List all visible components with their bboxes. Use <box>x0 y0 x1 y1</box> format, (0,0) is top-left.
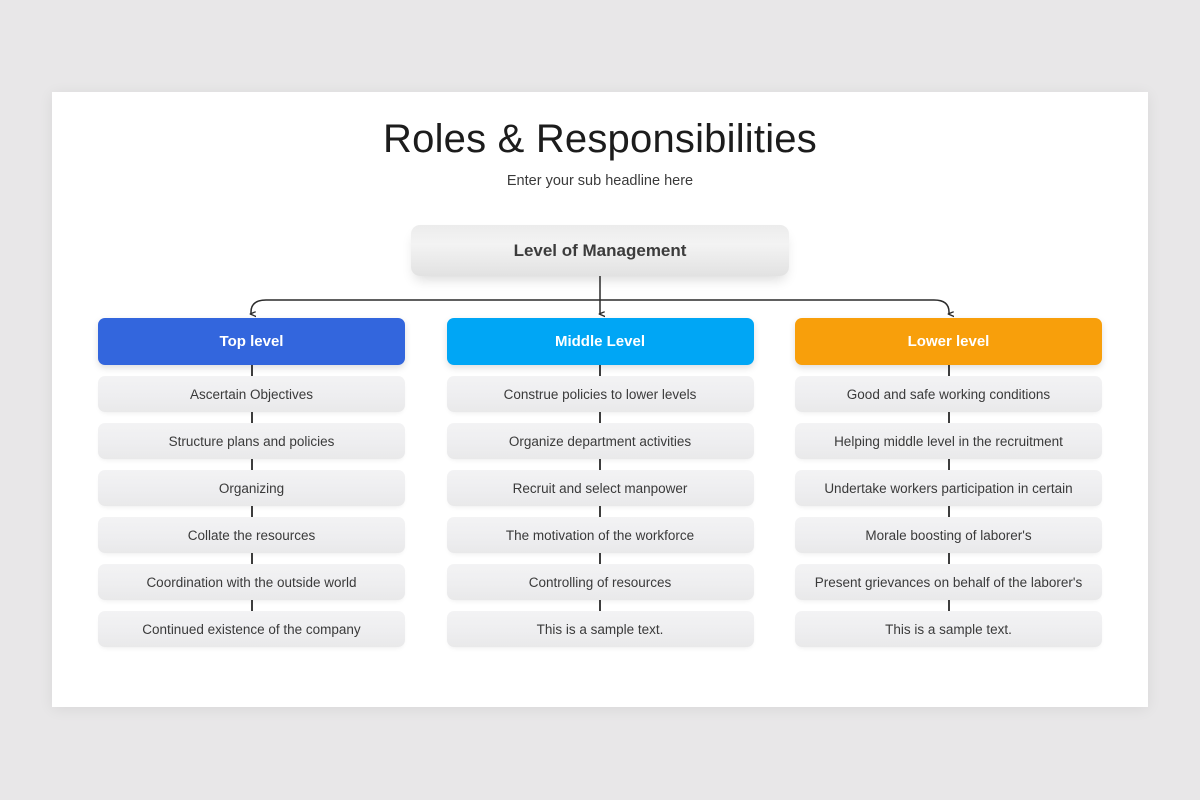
list-item[interactable]: Ascertain Objectives <box>98 365 405 412</box>
list-item[interactable]: Continued existence of the company <box>98 600 405 647</box>
column-header-label: Middle Level <box>554 333 646 350</box>
column-header-middle-level[interactable]: Middle Level <box>446 318 754 365</box>
levels-container: Top level Ascertain Objectives Structure… <box>52 318 1148 647</box>
list-item[interactable]: Organize department activities <box>446 412 754 459</box>
root-node-level-of-management[interactable]: Level of Management <box>411 225 789 276</box>
column-header-top-level[interactable]: Top level <box>98 318 405 365</box>
column-middle-level: Middle Level Construe policies to lower … <box>446 318 754 647</box>
list-item-label: Present grievances on behalf of the labo… <box>795 564 1102 600</box>
list-item[interactable]: Construe policies to lower levels <box>446 365 754 412</box>
list-item-label: Ascertain Objectives <box>98 376 405 412</box>
list-item-label: Structure plans and policies <box>98 423 405 459</box>
list-item[interactable]: Organizing <box>98 459 405 506</box>
list-item[interactable]: Good and safe working conditions <box>795 365 1102 412</box>
list-item-label: Continued existence of the company <box>98 611 405 647</box>
list-item[interactable]: Coordination with the outside world <box>98 553 405 600</box>
page-subtitle: Enter your sub headline here <box>506 173 694 189</box>
list-item-label: Construe policies to lower levels <box>446 376 754 412</box>
list-item-label: Undertake workers participation in certa… <box>795 470 1102 506</box>
list-item-label: The motivation of the workforce <box>446 517 754 553</box>
list-item[interactable]: This is a sample text. <box>795 600 1102 647</box>
list-item[interactable]: Recruit and select manpower <box>446 459 754 506</box>
column-header-label: Top level <box>219 333 284 350</box>
list-item[interactable]: The motivation of the workforce <box>446 506 754 553</box>
column-lower-level: Lower level Good and safe working condit… <box>795 318 1102 647</box>
list-item-label: Organize department activities <box>446 423 754 459</box>
slide-canvas: Roles & Responsibilities Enter your sub … <box>52 92 1148 707</box>
column-top-level: Top level Ascertain Objectives Structure… <box>98 318 405 647</box>
list-item-label: Coordination with the outside world <box>98 564 405 600</box>
list-item-label: Good and safe working conditions <box>795 376 1102 412</box>
column-header-label: Lower level <box>907 333 990 350</box>
list-item[interactable]: Present grievances on behalf of the labo… <box>795 553 1102 600</box>
list-item[interactable]: Collate the resources <box>98 506 405 553</box>
list-item[interactable]: Structure plans and policies <box>98 412 405 459</box>
list-item[interactable]: Controlling of resources <box>446 553 754 600</box>
list-item-label: Recruit and select manpower <box>446 470 754 506</box>
page-title: Roles & Responsibilities <box>383 117 817 161</box>
list-item-label: Organizing <box>98 470 405 506</box>
list-item-label: Helping middle level in the recruitment <box>795 423 1102 459</box>
column-header-lower-level[interactable]: Lower level <box>795 318 1102 365</box>
list-item-label: This is a sample text. <box>446 611 754 647</box>
list-item[interactable]: Helping middle level in the recruitment <box>795 412 1102 459</box>
list-item-label: Morale boosting of laborer's <box>795 517 1102 553</box>
list-item-label: This is a sample text. <box>795 611 1102 647</box>
list-item[interactable]: This is a sample text. <box>446 600 754 647</box>
list-item-label: Controlling of resources <box>446 564 754 600</box>
list-item[interactable]: Undertake workers participation in certa… <box>795 459 1102 506</box>
list-item[interactable]: Morale boosting of laborer's <box>795 506 1102 553</box>
list-item-label: Collate the resources <box>98 517 405 553</box>
root-node-label: Level of Management <box>513 240 687 260</box>
